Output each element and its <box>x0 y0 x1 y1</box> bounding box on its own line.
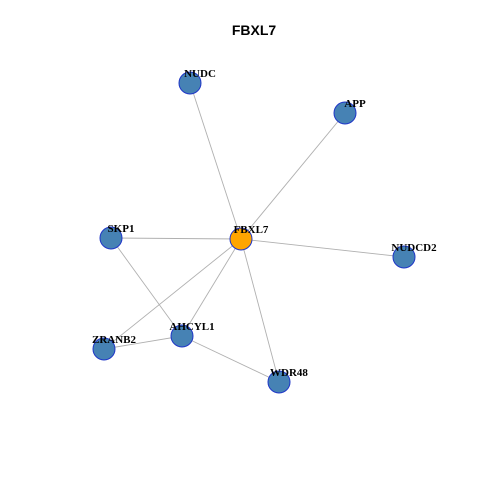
node-label: NUDCD2 <box>391 242 437 254</box>
graph-title: FBXL7 <box>232 22 277 38</box>
node-circle[interactable] <box>92 337 116 361</box>
node-fbxl7[interactable]: FBXL7 <box>229 224 269 251</box>
node-circle[interactable] <box>229 227 253 251</box>
node-circle[interactable] <box>178 71 202 95</box>
node-circle[interactable] <box>99 226 123 250</box>
edge-fbxl7-wdr48 <box>240 238 280 383</box>
node-circle[interactable] <box>267 370 291 394</box>
node-nudcd2[interactable]: NUDCD2 <box>391 242 437 269</box>
edge-zranb2-ahcyl1 <box>103 335 183 350</box>
node-label: SKP1 <box>108 223 135 235</box>
edge-fbxl7-nudc <box>189 82 242 240</box>
node-label: APP <box>344 98 366 110</box>
node-app[interactable]: APP <box>333 98 366 125</box>
node-nudc[interactable]: NUDC <box>178 68 216 95</box>
node-ahcyl1[interactable]: AHCYL1 <box>169 321 215 348</box>
edges-layer <box>103 82 405 383</box>
node-label: FBXL7 <box>234 224 269 236</box>
edge-ahcyl1-wdr48 <box>181 335 280 383</box>
edge-fbxl7-ahcyl1 <box>181 238 242 337</box>
node-label: ZRANB2 <box>92 334 137 346</box>
node-label: WDR48 <box>270 367 308 379</box>
edge-fbxl7-zranb2 <box>103 238 242 350</box>
node-zranb2[interactable]: ZRANB2 <box>92 334 137 361</box>
edge-fbxl7-nudcd2 <box>240 238 405 258</box>
edge-fbxl7-skp1 <box>110 237 242 240</box>
node-skp1[interactable]: SKP1 <box>99 223 135 250</box>
node-circle[interactable] <box>333 101 357 125</box>
node-label: NUDC <box>184 68 216 80</box>
node-circle[interactable] <box>392 245 416 269</box>
node-circle[interactable] <box>170 324 194 348</box>
edge-fbxl7-app <box>240 112 346 240</box>
node-wdr48[interactable]: WDR48 <box>267 367 308 394</box>
node-label: AHCYL1 <box>169 321 214 333</box>
edge-skp1-ahcyl1 <box>110 237 183 337</box>
